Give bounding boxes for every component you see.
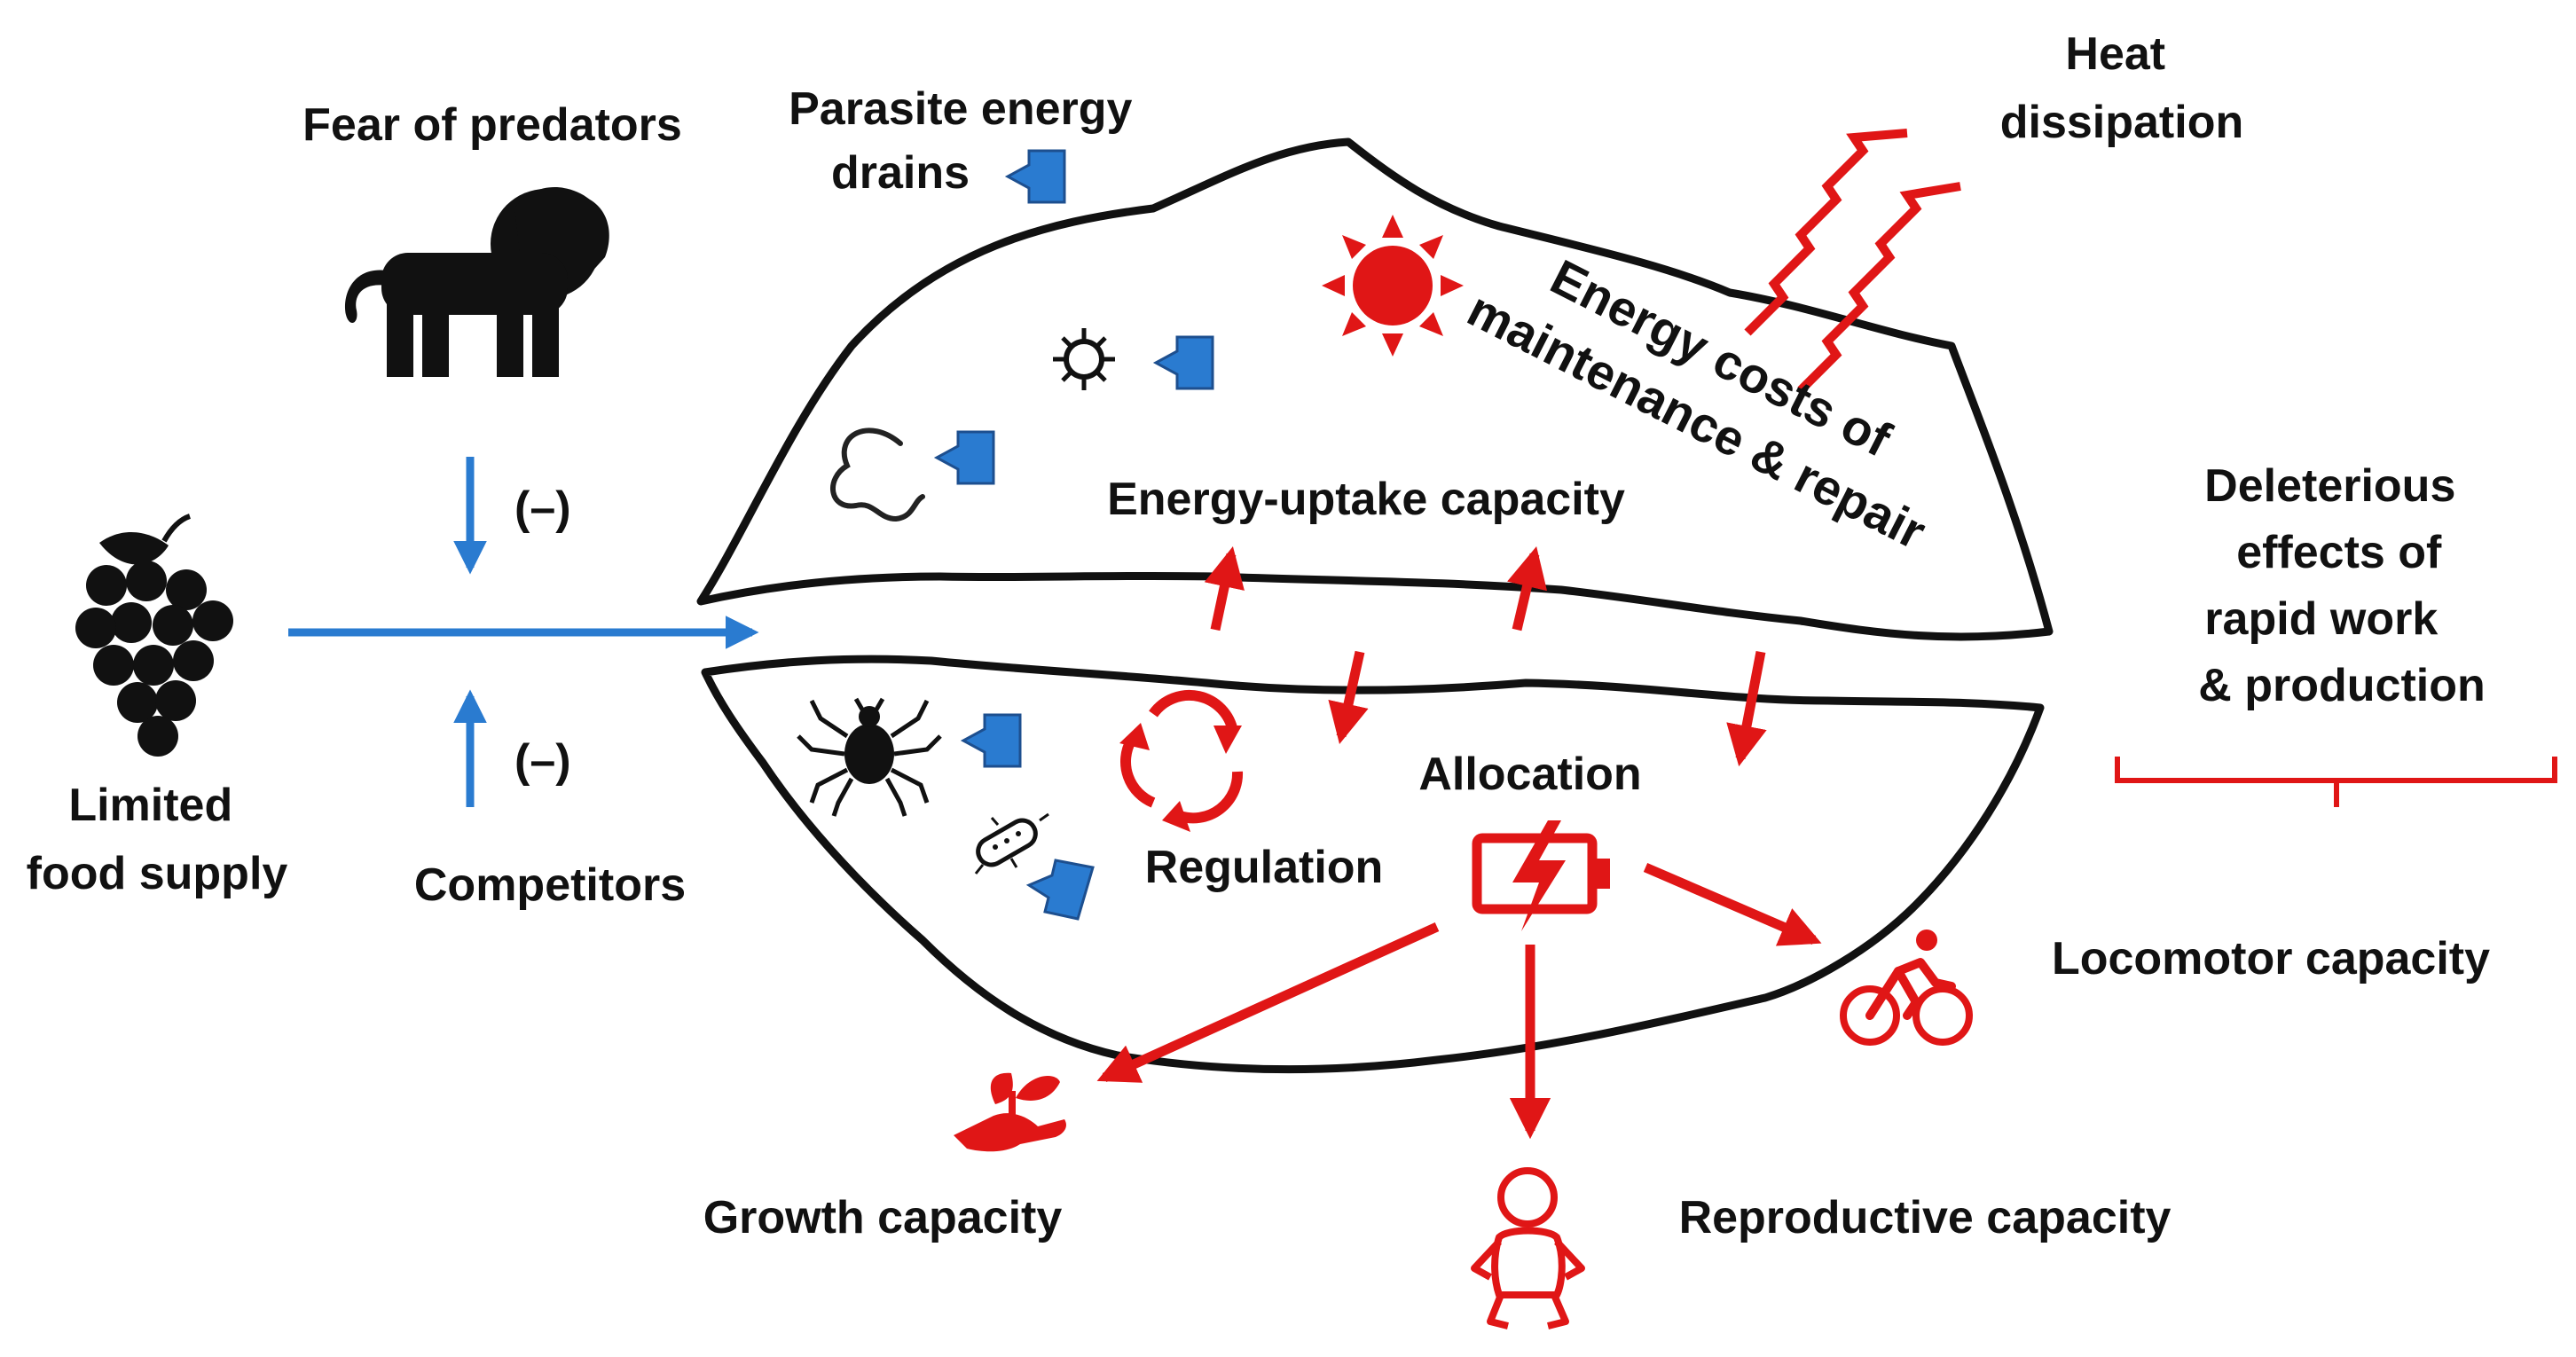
arrow-to-allocation: [1726, 650, 1767, 767]
arrow-to-uptake-2: [1507, 546, 1548, 631]
fear-of-predators-label: Fear of predators: [302, 99, 682, 151]
organism-lower-outline: [701, 655, 2045, 1074]
energy-drain-arrow-icon: [933, 430, 995, 485]
lion-icon: [345, 187, 609, 377]
tick-icon: [797, 697, 942, 817]
battery-icon: [1472, 820, 1610, 931]
reproductive-capacity-label: Reproductive capacity: [1679, 1192, 2172, 1243]
growth-capacity-label: Growth capacity: [703, 1192, 1063, 1243]
plant-in-hand-icon: [954, 1072, 1066, 1152]
limited-food-supply-label: Limited food supply: [27, 780, 288, 899]
arrow-to-uptake-1: [1204, 545, 1245, 631]
arrow-to-regulation: [1328, 650, 1369, 745]
energy-uptake-label: Energy-uptake capacity: [1107, 474, 1625, 525]
energy-drain-arrow-icon: [1004, 149, 1066, 204]
deleterious-effects-label: Deleterious effects of rapid work & prod…: [2198, 460, 2486, 711]
sun-icon: [1322, 215, 1464, 357]
arrow-to-growth: [1096, 922, 1440, 1083]
energy-drain-arrow-icon: [960, 713, 1022, 768]
negative-sign-bottom: (–): [514, 735, 571, 787]
energy-drain-arrow-icon: [1152, 335, 1214, 390]
regulation-label: Regulation: [1145, 842, 1384, 893]
grapes-icon: [75, 514, 233, 757]
parasite-drains-label: Parasite energy drains: [789, 83, 1145, 199]
deleterious-bracket: [2115, 757, 2557, 807]
allocation-label: Allocation: [1418, 749, 1641, 800]
arrow-to-locomotion: [1643, 862, 1822, 946]
heat-dissipation-label: Heat dissipation: [2000, 28, 2243, 148]
bacterium-icon: [974, 812, 1049, 875]
heat-waves-icon: [1744, 129, 1961, 394]
cycle-arrows-icon: [1119, 689, 1244, 832]
competitors-label: Competitors: [414, 859, 686, 911]
organism-upper-outline: [696, 137, 2054, 641]
cyclist-icon: [1840, 930, 1973, 1046]
worm-icon: [830, 427, 925, 522]
virus-icon: [1053, 328, 1115, 390]
baby-icon: [1471, 1167, 1585, 1330]
energy-drain-arrow-icon: [1025, 859, 1095, 921]
locomotor-capacity-label: Locomotor capacity: [2052, 933, 2490, 984]
negative-sign-top: (–): [514, 482, 571, 534]
